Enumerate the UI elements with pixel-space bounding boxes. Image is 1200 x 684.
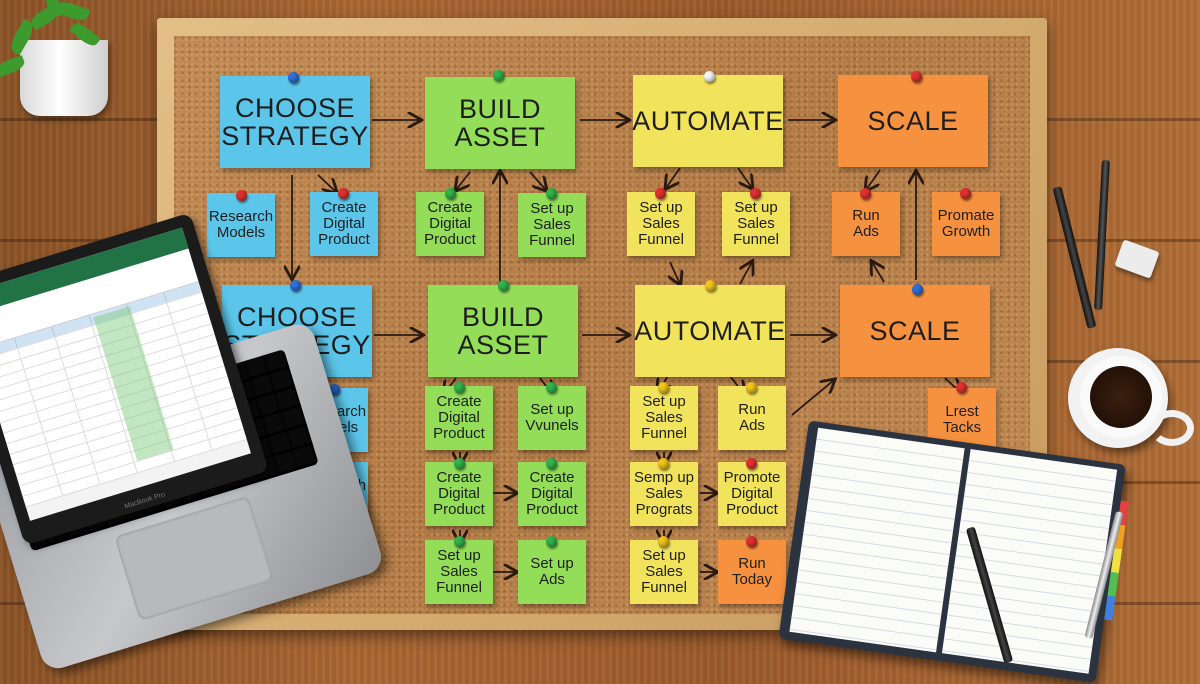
stage-note-build-asset: BUILD ASSET [425, 77, 575, 169]
sub-note: Research Models [207, 193, 275, 257]
sub-note: Create Digital Product [416, 192, 484, 256]
eraser [1114, 239, 1160, 279]
pushpin [960, 188, 971, 199]
pushpin [546, 382, 557, 393]
pushpin [746, 458, 757, 469]
notebook-page-right [941, 449, 1118, 674]
pushpin [454, 458, 465, 469]
pushpin [454, 536, 465, 547]
sub-note: Create Digital Product [518, 462, 586, 526]
pushpin [454, 382, 465, 393]
pushpin [288, 72, 299, 83]
pushpin [704, 71, 715, 82]
sub-note: Set up Sales Funnel [630, 540, 698, 604]
sub-note: Set up Vvunels [518, 386, 586, 450]
pushpin [705, 280, 716, 291]
sub-note: Set up Sales Funnel [425, 540, 493, 604]
stage-note-scale: SCALE [838, 75, 988, 167]
pushpin [911, 71, 922, 82]
pushpin [546, 458, 557, 469]
pushpin [329, 384, 340, 395]
pushpin [912, 284, 923, 295]
sub-note: Run Ads [832, 192, 900, 256]
pushpin [655, 188, 666, 199]
pushpin [658, 458, 669, 469]
sub-note: Promate Growth [932, 192, 1000, 256]
stage-note-scale: SCALE [840, 285, 990, 377]
pushpin [290, 280, 301, 291]
pushpin [236, 190, 247, 201]
sub-note: Run Ads [718, 386, 786, 450]
sub-note: Run Today [718, 540, 786, 604]
pushpin [746, 382, 757, 393]
sub-note: Promote Digital Product [718, 462, 786, 526]
coffee-cup-handle [1150, 410, 1194, 446]
stage-note-automate: AUTOMATE [634, 285, 785, 377]
sub-note: Set up Sales Funnel [722, 192, 790, 256]
sub-note: Set up Sales Funnel [518, 193, 586, 257]
sub-note: Set up Sales Funnel [627, 192, 695, 256]
stage-note-automate: AUTOMATE [632, 75, 783, 167]
stage-note-build-asset: BUILD ASSET [428, 285, 578, 377]
coffee [1090, 366, 1152, 428]
pushpin [445, 188, 456, 199]
pushpin [546, 536, 557, 547]
pen [1094, 159, 1110, 311]
notebook-page-left [789, 427, 965, 653]
pushpin [493, 70, 504, 81]
sub-note: Set up Ads [518, 540, 586, 604]
sub-note: Create Digital Product [425, 386, 493, 450]
sub-note: Set up Sales Funnel [630, 386, 698, 450]
pushpin [658, 536, 669, 547]
plant-pot [20, 40, 108, 116]
pushpin [338, 188, 349, 199]
sub-note: Create Digital Product [425, 462, 493, 526]
stage-note-choose-strategy: CHOOSE STRATEGY [220, 76, 370, 168]
pushpin [860, 188, 871, 199]
pushpin [546, 188, 557, 199]
pushpin [746, 536, 757, 547]
pushpin [658, 382, 669, 393]
pen [1052, 186, 1097, 329]
notebook [778, 420, 1129, 683]
sub-note: Semp up Sales Prograts [630, 462, 698, 526]
sub-note: Create Digital Product [310, 192, 378, 256]
pushpin [498, 280, 509, 291]
pushpin [956, 382, 967, 393]
pushpin [750, 188, 761, 199]
